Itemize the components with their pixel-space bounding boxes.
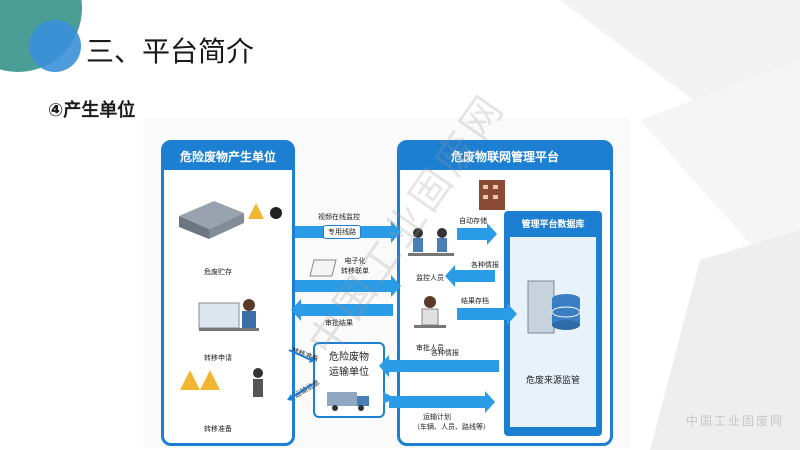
platform-panel-title: 危废物联网管理平台 [400, 143, 610, 170]
transfer-apply-label: 转移申请 [204, 354, 232, 362]
storage-label: 危废贮存 [204, 268, 232, 276]
arrow-result-store [457, 303, 517, 325]
slide-subtitle: ④产生单位 [48, 100, 136, 121]
flow-result-store-label: 结果存档 [461, 297, 489, 305]
transport-unit-title: 危险废物 运输单位 [329, 352, 369, 378]
flow-transport-plan-detail: （车辆、人员、路线等） [413, 423, 490, 431]
hazard-icon [248, 203, 282, 219]
arrow-truck-forward [383, 392, 395, 404]
arrow-info-2 [379, 355, 499, 377]
arrow-auto-store [457, 223, 497, 245]
flow-approval-label: 审批结果 [325, 319, 353, 327]
monitor-staff-icon [408, 228, 454, 256]
warehouse-icon [179, 201, 244, 239]
monitor-staff-label: 监控人员 [416, 274, 444, 282]
hazard-worker-icon [180, 368, 263, 397]
flow-manifest-label: 电子化 转移联单 [341, 257, 369, 275]
transport-unit: 危险废物 运输单位 [313, 342, 385, 418]
flow-auto-store-label: 自动存储 [459, 217, 487, 225]
producer-panel-title: 危险废物产生单位 [164, 143, 292, 170]
flow-transport-plan-label: 运输计划 [423, 413, 451, 421]
arrow-manifest [295, 275, 401, 297]
database-title: 管理平台数据库 [521, 220, 585, 230]
slide-title: 三、平台简介 [86, 35, 255, 68]
platform-panel: 危废物联网管理平台 监控人员 审批人员 管理平台数据库 [397, 140, 613, 446]
approver-label: 审批人员 [416, 344, 444, 352]
platform-database: 管理平台数据库 危废来源监管 [504, 211, 602, 436]
truck-icon [327, 392, 369, 411]
flow-info-1-label: 各种情报 [471, 261, 499, 269]
diagonal-arrows [287, 349, 315, 401]
flow-video-label: 视频在线监控 [318, 213, 360, 221]
arrow-transport-plan [389, 391, 495, 413]
arrow-approval [291, 299, 393, 321]
manifest-doc-icon [309, 259, 337, 277]
footer-mark: 中国工业固废网 [686, 414, 785, 428]
flow-dedicated-line: 专用线路 [323, 225, 361, 239]
transfer-prep-label: 转移准备 [204, 425, 232, 433]
building-icon [479, 180, 505, 210]
database-label: 危废来源监管 [525, 376, 580, 386]
approver-icon [414, 296, 446, 328]
flow-info-2-label: 各种情报 [431, 349, 459, 357]
server-database-icon [527, 280, 581, 334]
producer-panel: 危险废物产生单位 危废贮存 转移申请 转移准备 [161, 140, 295, 446]
platform-diagram: 危险废物产生单位 危废贮存 转移申请 转移准备 危废物联网管理平台 [143, 118, 630, 448]
arrow-info-1 [445, 265, 495, 287]
desk-worker-icon [198, 299, 259, 331]
